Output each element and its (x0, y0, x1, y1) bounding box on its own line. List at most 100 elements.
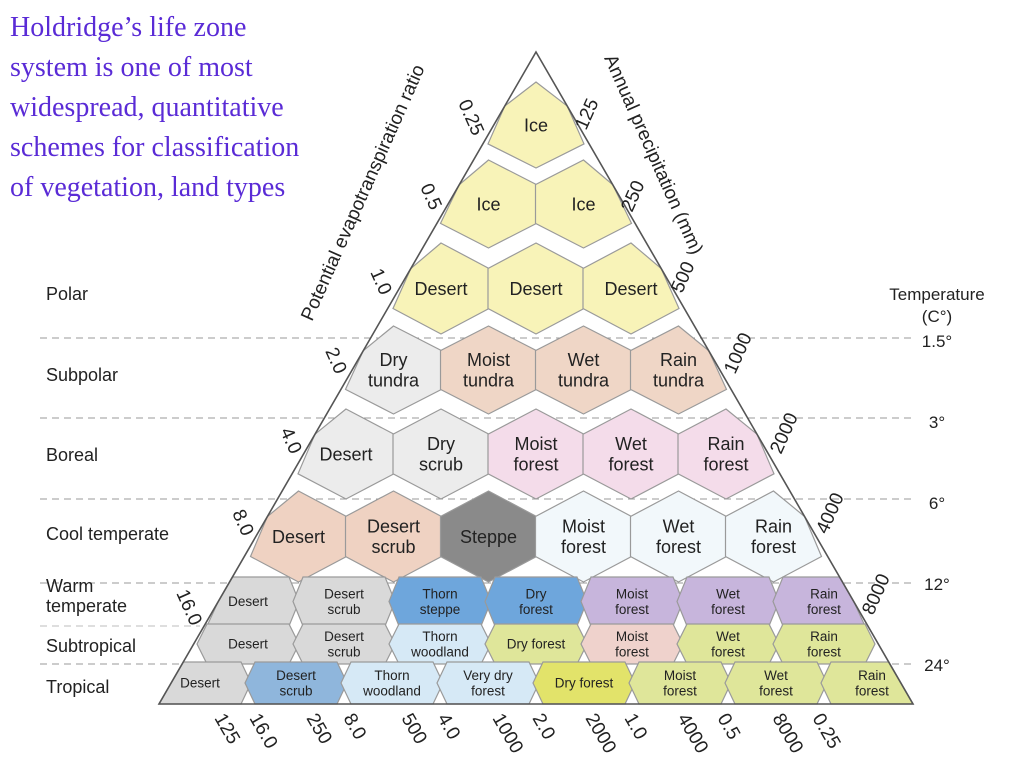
life-zone-label: forest (656, 537, 701, 557)
life-zone-cell: Dry forest (484, 623, 588, 665)
life-zone-label: Rain (755, 516, 792, 536)
belt-label: Subtropical (46, 636, 136, 656)
life-zone-label: scrub (279, 683, 312, 698)
life-zone-label: Rain (660, 350, 697, 370)
bottom-axis-tick: 1.0 (620, 710, 651, 743)
pet-ratio-tick: 16.0 (171, 586, 205, 628)
life-zone-label: scrub (371, 537, 415, 557)
belt-label: Warm (46, 576, 93, 596)
life-zone-label: forest (519, 602, 553, 617)
life-zone-label: tundra (368, 371, 420, 391)
life-zone-label: Desert (272, 527, 325, 547)
life-zone-label: Dry (526, 586, 547, 601)
life-zone-cell: Desert (249, 490, 348, 583)
bottom-axis-tick: 250 (302, 710, 336, 748)
life-zone-label: Moist (514, 434, 557, 454)
life-zone-cell: Dry forest (532, 661, 636, 705)
life-zone-label: Very dry (463, 668, 513, 683)
life-zone-label: Wet (716, 586, 740, 601)
bottom-axis-tick: 8.0 (339, 710, 370, 743)
life-zone-label: Wet (663, 516, 695, 536)
life-zone-label: Desert (367, 516, 420, 536)
temperature-threshold: 12° (924, 575, 950, 594)
life-zone-label: Moist (616, 629, 649, 644)
bottom-axis-tick: 1000 (488, 710, 527, 757)
precipitation-tick: 2000 (766, 410, 802, 457)
triangle-border (157, 50, 915, 705)
life-zone-label: Steppe (460, 527, 517, 547)
bottom-axis-tick: 125 (210, 710, 244, 748)
bottom-axis-tick: 0.25 (808, 710, 845, 753)
life-zone-label: Desert (228, 637, 268, 652)
life-zone-label: Desert (276, 668, 316, 683)
life-zone-label: Rain (707, 434, 744, 454)
life-zone-label: Moist (664, 668, 697, 683)
life-zone-label: Desert (604, 279, 657, 299)
life-zone-label: forest (608, 455, 653, 475)
life-zone-cell: Desert (297, 408, 395, 500)
temperature-title-line1: Temperature (889, 285, 984, 304)
life-zone-label: Dry (380, 350, 408, 370)
life-zone-label: Moist (562, 516, 605, 536)
life-zone-label: Desert (414, 279, 467, 299)
belt-label: Subpolar (46, 365, 118, 385)
life-zone-label: Dry forest (507, 637, 566, 652)
life-zone-label: Desert (324, 586, 364, 601)
life-zone-label: Dry (427, 434, 455, 454)
precipitation-tick: 4000 (812, 490, 848, 537)
bottom-axis-tick: 2000 (581, 710, 620, 757)
life-zone-label: Desert (228, 594, 268, 609)
life-zone-label: Desert (509, 279, 562, 299)
temperature-threshold: 3° (929, 413, 945, 432)
life-zone-label: tundra (653, 371, 705, 391)
life-zone-label: Ice (571, 194, 595, 214)
precipitation-tick: 500 (667, 259, 699, 297)
pet-ratio-tick: 1.0 (365, 265, 395, 298)
life-zone-label: forest (759, 683, 793, 698)
life-zone-label: Thorn (422, 629, 457, 644)
life-zone-label: forest (471, 683, 505, 698)
precipitation-tick: 250 (617, 178, 649, 216)
life-zone-label: Ice (524, 115, 548, 135)
life-zone-cell: Ice (439, 159, 538, 249)
pet-ratio-tick: 4.0 (275, 424, 305, 457)
life-zone-label: scrub (419, 455, 463, 475)
belt-label: Tropical (46, 677, 109, 697)
life-zone-label: forest (513, 455, 558, 475)
bottom-axis-tick: 8000 (768, 710, 807, 757)
life-zone-cell: Desert (157, 661, 252, 705)
life-zone-label: Desert (319, 444, 372, 464)
life-zone-cell: Steppe (439, 490, 538, 583)
life-zone-cell: Desert (582, 242, 680, 335)
life-zone-label: Wet (568, 350, 600, 370)
life-zone-label: Moist (616, 586, 649, 601)
bottom-axis-tick: 4.0 (433, 710, 464, 743)
temperature-title-line2: (C°) (922, 307, 952, 326)
life-zone-label: woodland (362, 683, 421, 698)
life-zone-cell: Ice (534, 159, 633, 249)
bottom-axis-tick: 16.0 (245, 710, 282, 753)
life-zone-label: Ice (476, 194, 500, 214)
life-zone-label: forest (711, 602, 745, 617)
life-zone-label: Desert (180, 676, 220, 691)
